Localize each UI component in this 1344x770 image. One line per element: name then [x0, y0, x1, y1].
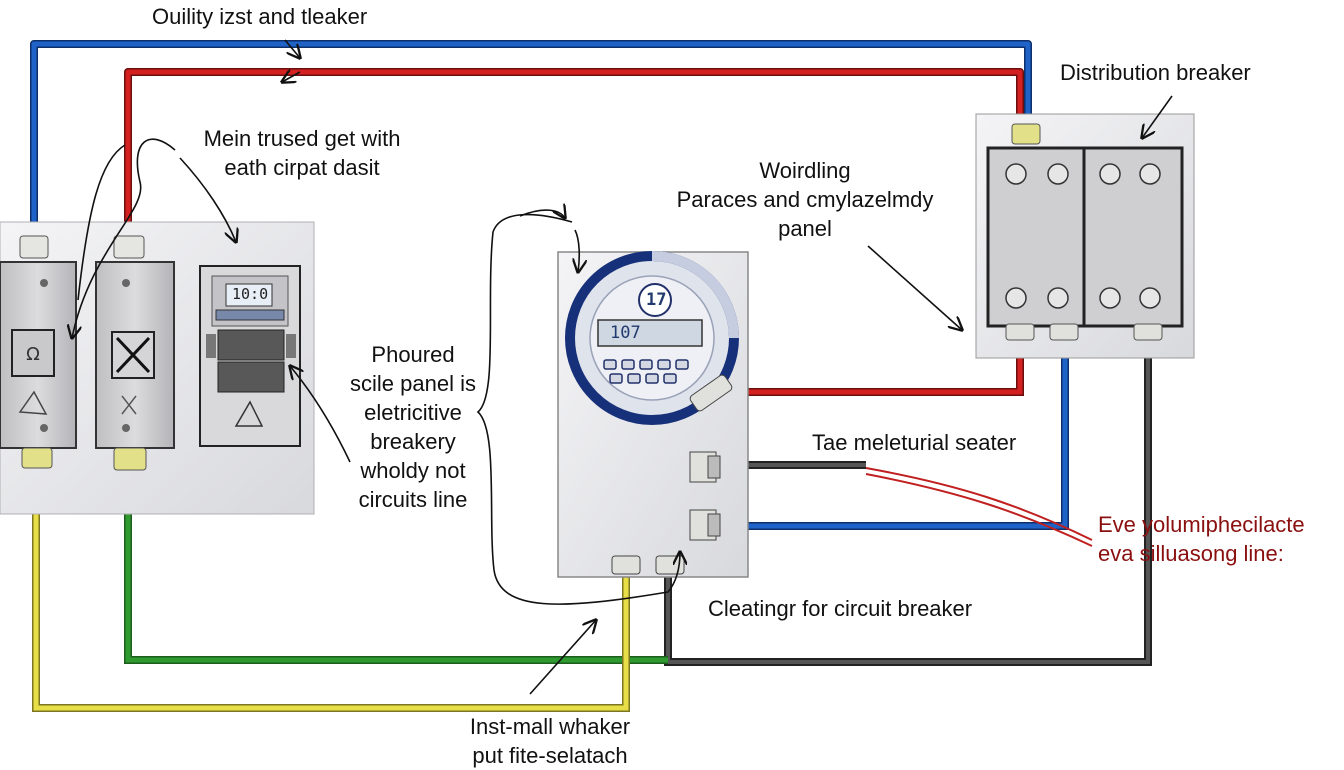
wire-yellow — [32, 465, 630, 712]
wire-blue-top — [30, 40, 1032, 240]
label-phoured-line3: eletricitive — [364, 400, 462, 425]
meter-buttons — [603, 359, 689, 384]
label-install: Inst-mall whaker put fite-selatach — [440, 712, 660, 770]
panel-lcd-text: 10:0 — [232, 285, 269, 303]
label-install-line1: Inst-mall whaker — [469, 714, 631, 739]
label-wiring-line3: panel — [778, 216, 832, 241]
label-wiring-title: Woirdling Paraces and cmylazelmdy panel — [650, 156, 960, 243]
label-phoured-line2: scile panel is — [350, 371, 476, 396]
meter-dial-text: 17 — [646, 290, 667, 310]
label-material-heater: Tae meleturial seater — [812, 430, 1017, 455]
breaker-x-icon — [115, 336, 151, 374]
annotation-arrows — [72, 39, 1173, 695]
label-phoured: Phoured scile panel is eletricitive brea… — [330, 340, 496, 514]
warning-icon — [18, 390, 48, 415]
label-every-line2: eva silluasong line: — [1098, 541, 1284, 566]
breaker-box-icon — [11, 329, 55, 377]
label-main-fused: Mein trused get with eath cirpat dasit — [172, 124, 432, 182]
label-main-fused-line1: Mein trused get with — [203, 126, 401, 151]
label-wiring-line2: Paraces and cmylazelmdy — [676, 187, 934, 212]
meter-unit — [565, 251, 739, 425]
label-phoured-line5: wholdy not — [360, 458, 466, 483]
label-phoured-line6: circuits line — [358, 487, 468, 512]
label-install-line2: put fite-selatach — [472, 743, 628, 768]
svg-text:Ω: Ω — [26, 344, 40, 365]
wire-dark-ground — [664, 338, 1152, 666]
label-wiring-line1: Woirdling — [759, 158, 851, 183]
breaker-2 — [95, 235, 175, 471]
label-phoured-line4: breakery — [370, 429, 456, 454]
label-utility-top: Ouility izst and tleaker — [152, 4, 368, 29]
distribution-breaker — [986, 123, 1184, 341]
wire-red-thin — [865, 467, 1093, 547]
wire-blue-meter — [720, 338, 1069, 530]
wire-red-top — [124, 68, 1024, 240]
warning-icon — [234, 400, 264, 427]
label-distribution-breaker: Distribution breaker — [1060, 60, 1251, 85]
wire-green — [124, 465, 668, 664]
breaker-1: Ω — [0, 235, 77, 469]
meter-lcd-text: 107 — [610, 323, 641, 343]
label-clearing-breaker: Cleatingr for circuit breaker — [708, 596, 973, 621]
label-every: Eve yolumiphecilacte eva silluasong line… — [1098, 510, 1305, 568]
label-main-fused-line2: eath cirpat dasit — [224, 155, 380, 180]
label-phoured-line1: Phoured — [371, 342, 455, 367]
label-every-line1: Eve yolumiphecilacte — [1098, 512, 1305, 537]
panel-display-unit — [199, 265, 301, 447]
